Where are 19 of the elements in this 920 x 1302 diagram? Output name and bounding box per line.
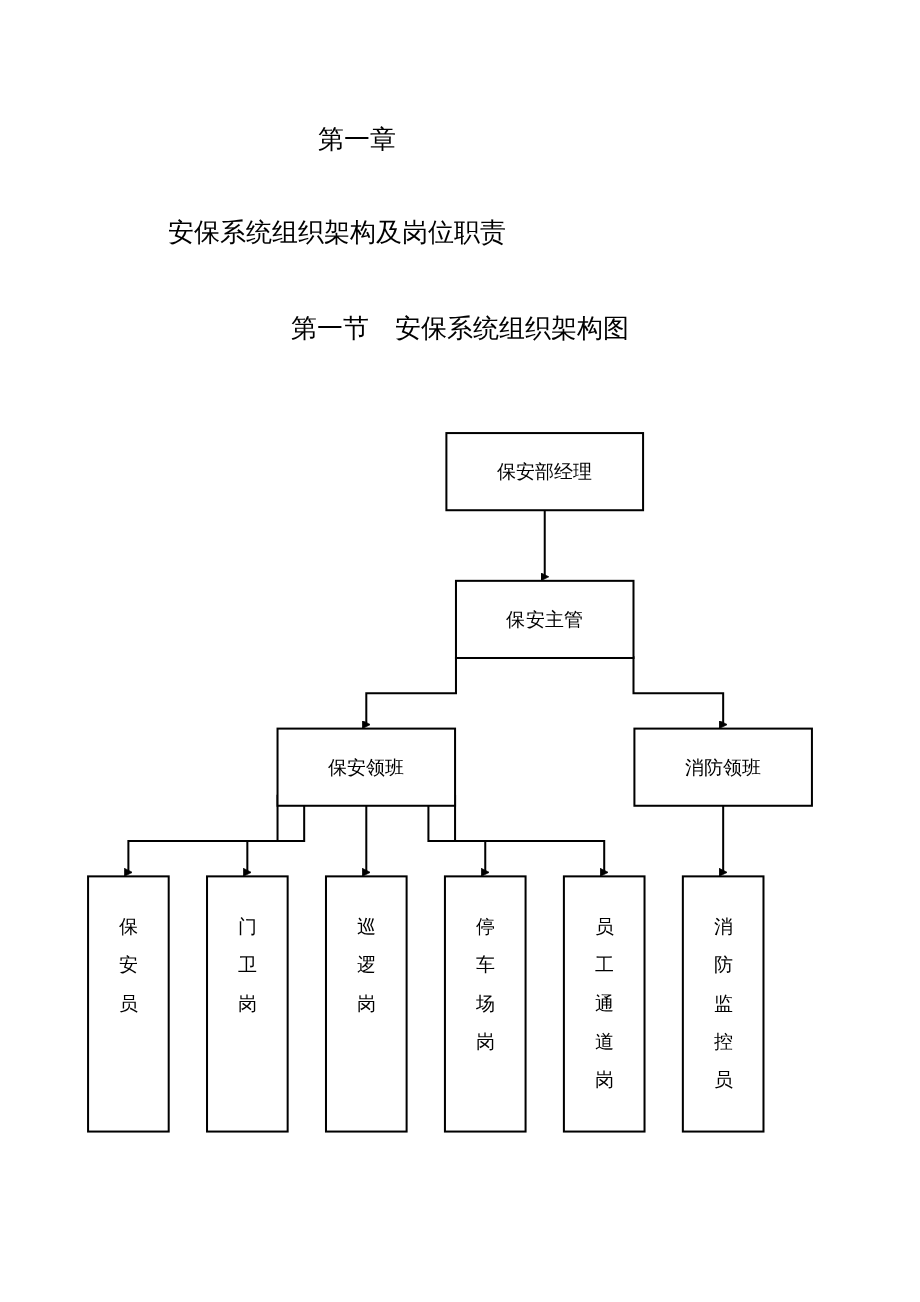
node-box: 消防监控员 xyxy=(681,875,765,1133)
arrow xyxy=(361,805,371,877)
arrow xyxy=(718,805,728,877)
arrow xyxy=(361,656,457,729)
node-box: 保安员 xyxy=(87,875,170,1133)
node-box: 保安部经理 xyxy=(445,432,645,512)
arrow xyxy=(242,805,306,877)
section-title: 第一节 安保系统组织架构图 xyxy=(291,313,629,345)
node-box: 消防领班 xyxy=(633,727,813,807)
node-box: 员工通道岗 xyxy=(562,875,646,1133)
node-box: 门卫岗 xyxy=(206,875,289,1133)
node-box: 停车场岗 xyxy=(443,875,527,1133)
chapter-title: 安保系统组织架构及岗位职责 xyxy=(168,217,506,249)
node-box: 巡逻岗 xyxy=(324,875,408,1133)
node-box: 保安主管 xyxy=(454,579,635,659)
arrow xyxy=(427,805,490,877)
chapter-heading: 第一章 xyxy=(318,124,396,156)
arrow xyxy=(632,656,728,729)
node-box: 保安领班 xyxy=(276,727,457,807)
